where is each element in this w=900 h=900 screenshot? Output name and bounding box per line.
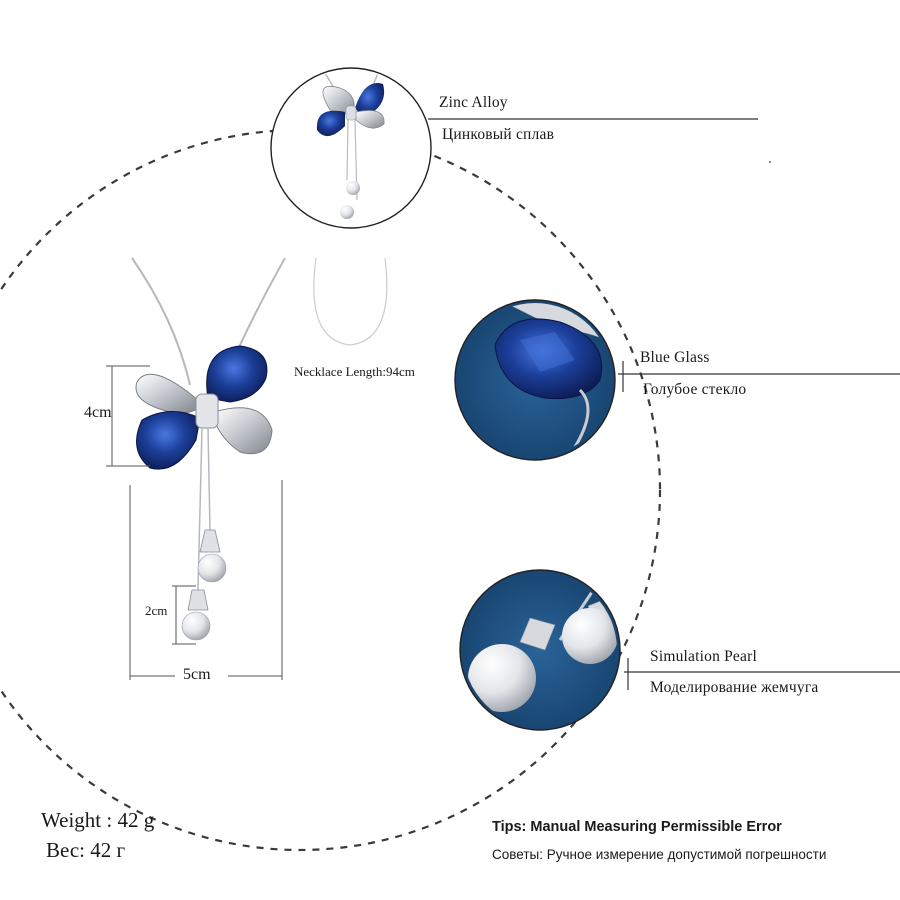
necklace-length-label: Necklace Length:94cm: [294, 364, 415, 379]
drop-wire-1: [207, 427, 211, 531]
necklace-loop: [313, 257, 388, 346]
necklace-chain-left: [131, 257, 191, 386]
width-dimension-label: 5cm: [183, 666, 211, 683]
weight-label: Weight : 42 g: [41, 808, 155, 832]
pearl-detail: [459, 569, 621, 731]
pearl-dimension-label: 2cm: [145, 603, 168, 618]
sapphire-gem-lower: [136, 411, 201, 470]
dimension-lines: [106, 365, 283, 680]
simulation-pearl-label-ru: Моделирование жемчуга: [650, 679, 819, 696]
tips-label-ru: Советы: Ручное измерение допустимой погр…: [492, 847, 827, 862]
sapphire-gem-upper: [206, 345, 268, 403]
dashed-frame-circle: [0, 129, 661, 851]
blue-glass-label: Blue Glass: [640, 349, 710, 366]
zinc-alloy-label-ru: Цинковый сплав: [442, 126, 555, 143]
weight-label-ru: Вес: 42 г: [46, 838, 126, 862]
necklace-pendant: [131, 257, 388, 641]
simulation-pearl-label: Simulation Pearl: [650, 648, 757, 665]
zinc-alloy-label: Zinc Alloy: [439, 94, 508, 111]
pearl-lower: [181, 611, 211, 641]
bow-loop-right-silver: [213, 407, 273, 455]
blue-glass-label-ru: Голубое стекло: [643, 381, 747, 398]
pearl-upper: [197, 553, 227, 583]
pearl-detail-large: [468, 644, 536, 712]
tips-label: Tips: Manual Measuring Permissible Error: [492, 819, 782, 835]
bow-loop-left-silver: [135, 373, 199, 414]
pearl-detail-small: [562, 608, 617, 664]
bow-knot: [195, 393, 219, 429]
height-dimension-label: 4cm: [84, 404, 112, 421]
blue-glass-detail: [454, 299, 616, 461]
callout-lines: [428, 118, 900, 690]
zinc-alloy-detail: [270, 67, 432, 229]
